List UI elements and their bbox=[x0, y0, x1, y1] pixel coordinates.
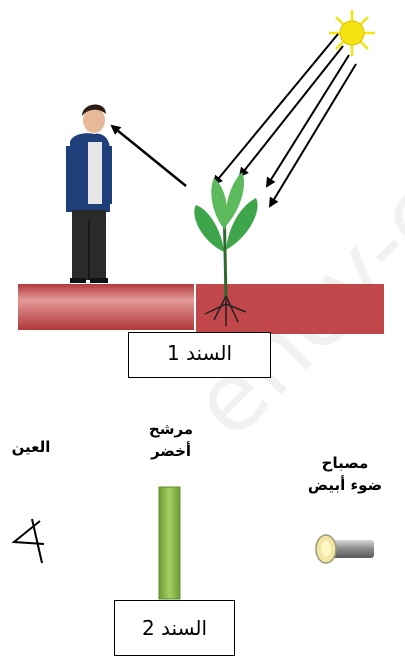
document-1-label: السند 1 bbox=[128, 332, 271, 378]
sun-icon bbox=[329, 10, 375, 56]
light-rays bbox=[214, 34, 356, 206]
lamp-icon bbox=[316, 535, 374, 563]
lamp-label-line2: ضوء أبيض bbox=[290, 474, 400, 496]
filter-label-line1: مرشح bbox=[126, 418, 216, 440]
ground bbox=[18, 284, 384, 334]
light-ray bbox=[214, 34, 338, 184]
document-2-label: السند 2 bbox=[114, 600, 235, 656]
reflection-arrow bbox=[112, 126, 186, 186]
filter-label-line2: أخضر bbox=[126, 440, 216, 462]
light-ray bbox=[267, 55, 349, 186]
person-figure bbox=[66, 104, 112, 283]
eye-label: العين bbox=[0, 436, 62, 458]
lamp-label: مصباح ضوء أبيض bbox=[290, 452, 400, 496]
lamp-label-line1: مصباح bbox=[290, 452, 400, 474]
filter-label: مرشح أخضر bbox=[126, 418, 216, 462]
green-filter bbox=[159, 487, 180, 599]
eye-icon bbox=[14, 519, 44, 563]
